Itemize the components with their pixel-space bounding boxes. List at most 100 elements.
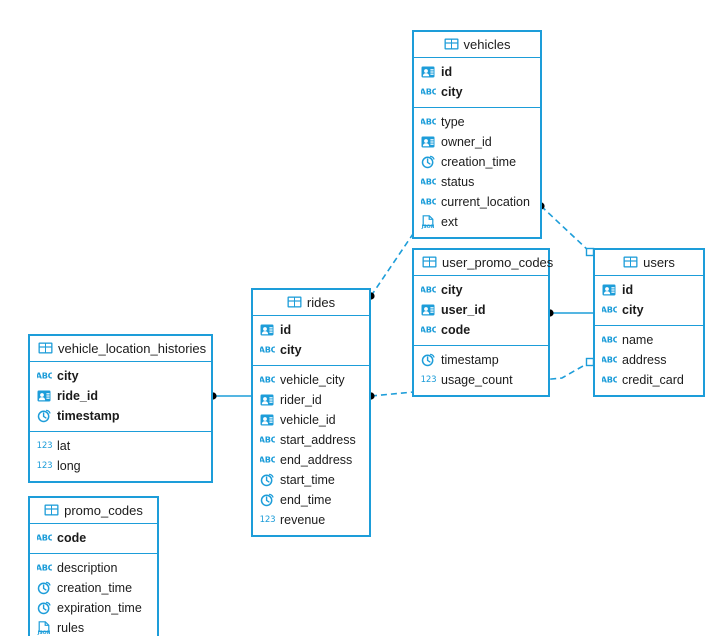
table-icon xyxy=(623,256,638,270)
field-name: end_address xyxy=(280,452,353,467)
field-row[interactable]: end_time xyxy=(253,490,369,510)
key-id-icon xyxy=(260,323,274,337)
table-header[interactable]: promo_codes xyxy=(30,498,157,524)
table-name: vehicles xyxy=(463,37,511,52)
field-row[interactable]: id xyxy=(253,320,369,340)
field-row[interactable]: timestamp xyxy=(414,350,548,370)
table-header[interactable]: user_promo_codes xyxy=(414,250,553,276)
field-name: ride_id xyxy=(57,388,98,403)
table-name: vehicle_location_histories xyxy=(58,341,207,356)
relationship-vehicle_location_histories-to-rides[interactable] xyxy=(209,392,251,400)
field-row[interactable]: ABC name xyxy=(595,330,703,350)
field-name: name xyxy=(622,332,654,347)
relationship-user_promo_codes-to-users[interactable] xyxy=(546,309,593,317)
field-row[interactable]: timestamp xyxy=(30,406,211,426)
clock-icon xyxy=(37,581,51,595)
field-row[interactable]: owner_id xyxy=(414,132,540,152)
svg-text:ABC: ABC xyxy=(602,334,617,344)
abc-string-icon: ABC xyxy=(602,373,617,387)
table-header[interactable]: rides xyxy=(253,290,369,316)
table-icon xyxy=(287,296,302,310)
number-icon: 123 xyxy=(37,459,52,473)
field-row[interactable]: id xyxy=(595,280,703,300)
clock-icon xyxy=(260,493,274,507)
field-row[interactable]: user_id xyxy=(414,300,548,320)
field-row[interactable]: 123 usage_count xyxy=(414,370,548,390)
field-name: vehicle_city xyxy=(280,372,345,387)
table-header[interactable]: users xyxy=(595,250,703,276)
field-name: code xyxy=(57,530,87,545)
number-icon: 123 xyxy=(37,439,52,453)
table-header[interactable]: vehicles xyxy=(414,32,540,58)
field-name: timestamp xyxy=(57,408,120,423)
field-name: timestamp xyxy=(441,352,499,367)
svg-text:ABC: ABC xyxy=(260,374,275,384)
svg-text:123: 123 xyxy=(260,515,275,525)
field-row[interactable]: rider_id xyxy=(253,390,369,410)
field-name: revenue xyxy=(280,512,326,527)
field-row[interactable]: ABC end_address xyxy=(253,450,369,470)
svg-text:ABC: ABC xyxy=(421,196,436,206)
svg-text:ABC: ABC xyxy=(260,454,275,464)
field-row[interactable]: expiration_time xyxy=(30,598,157,618)
field-row[interactable]: JSON rules xyxy=(30,618,157,636)
field-name: rider_id xyxy=(280,392,322,407)
abc-string-icon: ABC xyxy=(37,369,52,383)
abc-string-icon: ABC xyxy=(602,353,617,367)
svg-text:JSON: JSON xyxy=(37,630,51,635)
clock-icon xyxy=(37,409,51,423)
field-name: rules xyxy=(57,620,85,635)
abc-string-icon: ABC xyxy=(421,195,436,209)
field-name: id xyxy=(622,282,634,297)
field-row[interactable]: creation_time xyxy=(30,578,157,598)
table-header[interactable]: vehicle_location_histories xyxy=(30,336,211,362)
field-row[interactable]: 123 revenue xyxy=(253,510,369,530)
field-row[interactable]: creation_time xyxy=(414,152,540,172)
svg-text:ABC: ABC xyxy=(260,344,275,354)
field-name: description xyxy=(57,560,118,575)
field-row[interactable]: start_time xyxy=(253,470,369,490)
field-row[interactable]: ABC vehicle_city xyxy=(253,370,369,390)
field-row[interactable]: vehicle_id xyxy=(253,410,369,430)
number-icon: 123 xyxy=(421,373,436,387)
abc-string-icon: ABC xyxy=(421,283,436,297)
abc-string-icon: ABC xyxy=(421,323,436,337)
field-name: expiration_time xyxy=(57,600,142,615)
field-row[interactable]: ride_id xyxy=(30,386,211,406)
field-name: usage_count xyxy=(441,372,513,387)
field-row[interactable]: id xyxy=(414,62,540,82)
relationship-line xyxy=(370,227,418,297)
field-name: start_time xyxy=(280,472,335,487)
key-id-icon xyxy=(260,413,274,427)
number-icon: 123 xyxy=(260,513,275,527)
key-id-icon xyxy=(602,283,616,297)
